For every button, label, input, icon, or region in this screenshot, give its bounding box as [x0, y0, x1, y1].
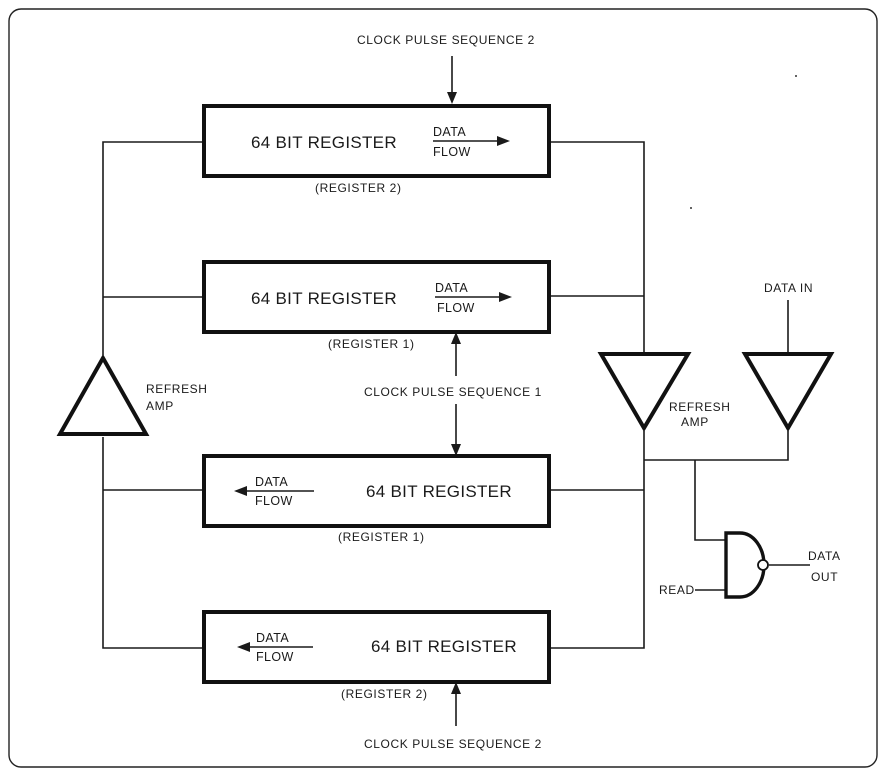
flow-right-arrowhead — [499, 292, 512, 302]
scan-speck — [690, 207, 692, 209]
register-label: 64 BIT REGISTER — [366, 482, 512, 501]
register-top-2: 64 BIT REGISTER DATA FLOW (REGISTER 2) — [202, 104, 551, 195]
data-out-label-line2: OUT — [811, 570, 838, 584]
nand-gate-bubble — [757, 559, 769, 571]
data-flow-label-bottom: FLOW — [433, 145, 471, 159]
left-refresh-amp-triangle — [56, 353, 150, 436]
clock-arrows — [447, 56, 461, 726]
nand-input-a-wire — [694, 460, 726, 541]
right-refresh-amp-label-line1: REFRESH — [669, 400, 731, 414]
flow-left-arrowhead — [234, 486, 247, 496]
right-refresh-amp-triangle — [597, 352, 692, 432]
clock-bottom-arrowhead — [451, 682, 461, 694]
register-upper-1: 64 BIT REGISTER DATA FLOW (REGISTER 1) — [202, 260, 551, 351]
right-refresh-amp-label-line2: AMP — [681, 415, 709, 429]
data-flow-label-top: DATA — [256, 631, 289, 645]
data-in-amp-triangle — [741, 352, 835, 432]
right-bus-upper — [549, 141, 645, 352]
left-bus-lower — [102, 437, 204, 649]
clock-top-arrowhead — [447, 92, 457, 104]
data-in-label: DATA IN — [764, 281, 813, 295]
clock-mid-down-arrowhead — [451, 444, 461, 456]
figure-frame — [8, 8, 878, 768]
right-bus-lower — [549, 431, 645, 649]
data-flow-label-top: DATA — [435, 281, 468, 295]
register-lower-1: 64 BIT REGISTER DATA FLOW (REGISTER 1) — [202, 454, 551, 544]
clock-pulse-sequence-2-bottom-label: CLOCK PULSE SEQUENCE 2 — [364, 737, 542, 751]
left-bus-upper — [102, 141, 204, 355]
clock-pulse-sequence-1-label: CLOCK PULSE SEQUENCE 1 — [364, 385, 542, 399]
amp-output-join — [644, 431, 789, 461]
data-flow-label-bottom: FLOW — [255, 494, 293, 508]
data-flow-label-bottom: FLOW — [256, 650, 294, 664]
clock-mid-up-arrowhead — [451, 332, 461, 344]
data-flow-label-bottom: FLOW — [437, 301, 475, 315]
read-label: READ — [659, 583, 695, 597]
clock-pulse-sequence-2-top-label: CLOCK PULSE SEQUENCE 2 — [357, 33, 535, 47]
register-label: 64 BIT REGISTER — [251, 133, 397, 152]
left-refresh-amp-label-line1: REFRESH — [146, 382, 208, 396]
register-bottom-2: 64 BIT REGISTER DATA FLOW (REGISTER 2) — [202, 610, 551, 701]
register-caption: (REGISTER 1) — [328, 337, 415, 351]
register-caption: (REGISTER 1) — [338, 530, 425, 544]
register-caption: (REGISTER 2) — [315, 181, 402, 195]
flow-left-arrowhead — [237, 642, 250, 652]
data-out-label-line1: DATA — [808, 549, 841, 563]
scan-speck — [795, 75, 797, 77]
data-flow-label-top: DATA — [433, 125, 466, 139]
register-label: 64 BIT REGISTER — [251, 289, 397, 308]
data-flow-label-top: DATA — [255, 475, 288, 489]
register-label: 64 BIT REGISTER — [371, 637, 517, 656]
left-refresh-amp-label-line2: AMP — [146, 399, 174, 413]
flow-right-arrowhead — [497, 136, 510, 146]
wiring — [102, 141, 810, 649]
register-caption: (REGISTER 2) — [341, 687, 428, 701]
